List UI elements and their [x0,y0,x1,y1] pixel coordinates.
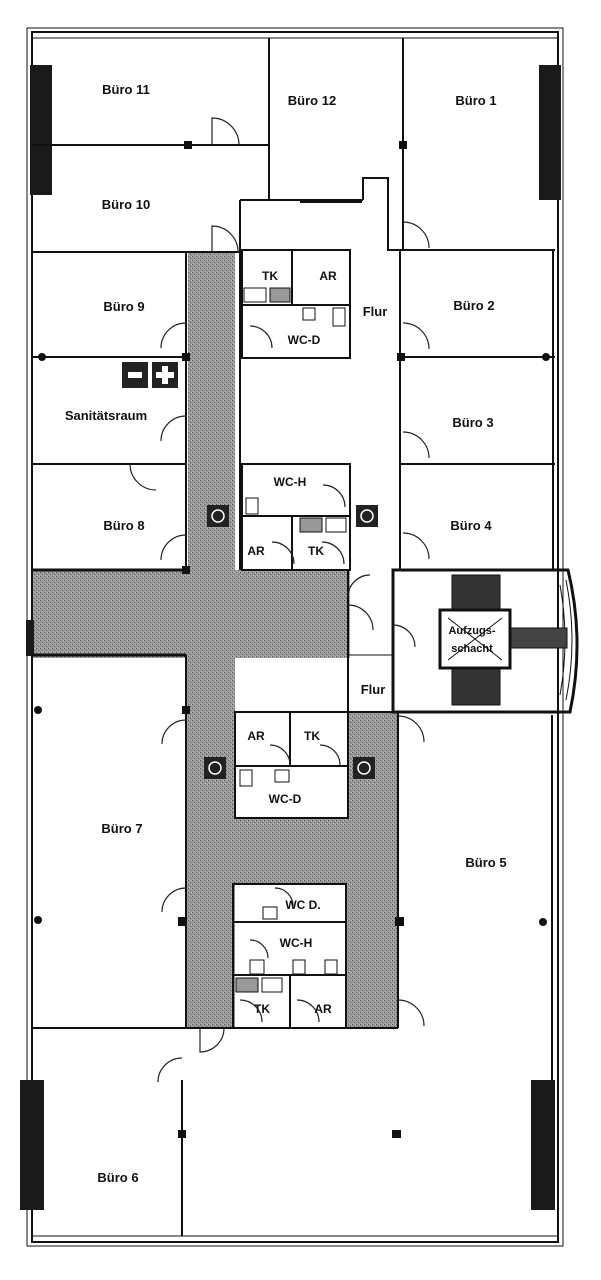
wc-b-wc: WC-H [274,475,307,489]
wc-c-ar: AR [247,729,265,743]
fire-extinguisher-icon [356,505,378,527]
room-buero-8: Büro 8 [103,518,144,533]
room-buero-10: Büro 10 [102,197,150,212]
elevator-label-line2: schacht [451,643,493,655]
fire-extinguisher-icon [207,505,229,527]
first-aid-cross-icon [122,362,178,388]
corridor-flur-lower: Flur [361,682,386,697]
wc-a-ar: AR [319,269,337,283]
room-buero-6: Büro 6 [97,1170,138,1185]
wc-d-wc-h: WC-H [280,936,313,950]
wc-c-tk: TK [304,729,320,743]
room-buero-9: Büro 9 [103,299,144,314]
room-sanitaetsraum: Sanitätsraum [65,408,147,423]
room-buero-5: Büro 5 [465,855,506,870]
corridor-flur-upper: Flur [363,304,388,319]
wc-b-tk: TK [308,544,324,558]
corridor-areas [32,253,397,1028]
column-markers [34,141,550,1138]
wc-a-wc: WC-D [288,333,321,347]
wc-d-tk: TK [254,1002,270,1016]
wc-c-wc: WC-D [269,792,302,806]
wc-d-ar: AR [314,1002,332,1016]
fire-extinguisher-icon [204,757,226,779]
elevator-shaft-icon [438,608,512,670]
sanitary-fixtures [235,287,347,993]
room-buero-12: Büro 12 [288,93,336,108]
room-buero-2: Büro 2 [453,298,494,313]
wc-b-ar: AR [247,544,265,558]
room-buero-1: Büro 1 [455,93,496,108]
fire-extinguisher-icon [353,757,375,779]
wc-a-tk: TK [262,269,278,283]
room-buero-4: Büro 4 [450,518,492,533]
interior-walls [32,38,579,1236]
room-buero-7: Büro 7 [101,821,142,836]
room-buero-11: Büro 11 [102,82,150,97]
doors [129,117,430,1083]
elevator-label-line1: Aufzugs- [448,625,495,637]
outer-walls [20,27,564,1247]
wc-d-wc-d: WC D. [285,898,320,912]
room-buero-3: Büro 3 [452,415,493,430]
